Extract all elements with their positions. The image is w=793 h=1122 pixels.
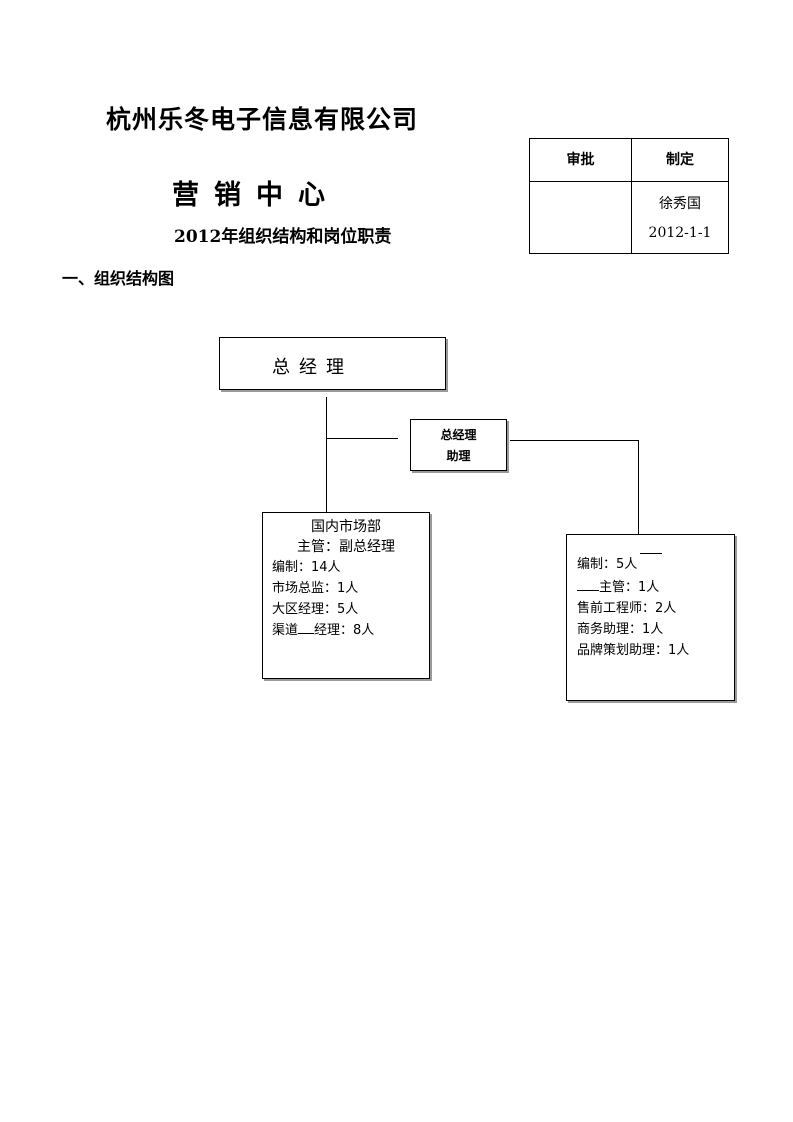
domestic-market-item: 编制：14人 xyxy=(272,560,341,575)
blank-underline xyxy=(577,590,599,591)
second-dept-item: 售前工程师：2人 xyxy=(577,601,677,616)
second-dept-item: 商务助理：1人 xyxy=(577,622,664,637)
domestic-blank-suffix: 经理：8人 xyxy=(314,623,375,638)
domestic-market-item: 渠道经理：8人 xyxy=(263,620,429,641)
document-title: 2012年组织结构和岗位职责 xyxy=(174,227,392,247)
blank-underline xyxy=(298,633,315,634)
prepared-by: 徐秀国 xyxy=(659,196,701,212)
second-dept-item: 主管：1人 xyxy=(567,577,734,598)
prepared-date: 2012-1-1 xyxy=(648,225,712,241)
gm-to-domestic-connector xyxy=(326,397,327,512)
domestic-market-item: 市场总监：1人 xyxy=(272,581,359,596)
domestic-market-title: 国内市场部 xyxy=(311,519,381,535)
domestic-blank-prefix: 渠道 xyxy=(272,623,299,638)
second-dept-blank-suffix: 主管：1人 xyxy=(599,580,660,595)
assistant-label-line1: 总经理 xyxy=(440,428,477,442)
right-dept-connector xyxy=(638,440,639,534)
department-title: 营销中心 xyxy=(172,180,340,211)
assistant-right-connector xyxy=(510,440,638,441)
assistant-box: 总经理 助理 xyxy=(410,419,507,471)
company-name: 杭州乐冬电子信息有限公司 xyxy=(106,105,419,134)
approve-header: 审批 xyxy=(566,152,595,168)
general-manager-box: 总经理 xyxy=(219,337,446,390)
prepare-header: 制定 xyxy=(666,152,694,168)
table-row-divider xyxy=(530,181,728,182)
second-dept-item: 品牌策划助理：1人 xyxy=(577,643,690,658)
assistant-label-line2: 助理 xyxy=(446,449,471,463)
second-dept-item: 编制：5人 xyxy=(577,557,638,572)
domestic-market-supervisor: 主管：副总经理 xyxy=(297,539,395,555)
domestic-market-box: 国内市场部 主管：副总经理 编制：14人 市场总监：1人 大区经理：5人 渠道经… xyxy=(262,512,430,679)
table-column-divider xyxy=(631,139,632,253)
second-department-box: 编制：5人 主管：1人 售前工程师：2人 商务助理：1人 品牌策划助理：1人 xyxy=(566,534,735,701)
domestic-market-item: 大区经理：5人 xyxy=(272,602,359,617)
general-manager-label: 总经理 xyxy=(272,357,353,378)
assistant-branch-connector xyxy=(327,438,398,439)
blank-department-title xyxy=(639,542,662,554)
section-heading-org-chart: 一、组织结构图 xyxy=(62,269,175,288)
approval-table: 审批 制定 徐秀国 2012-1-1 xyxy=(529,138,729,254)
